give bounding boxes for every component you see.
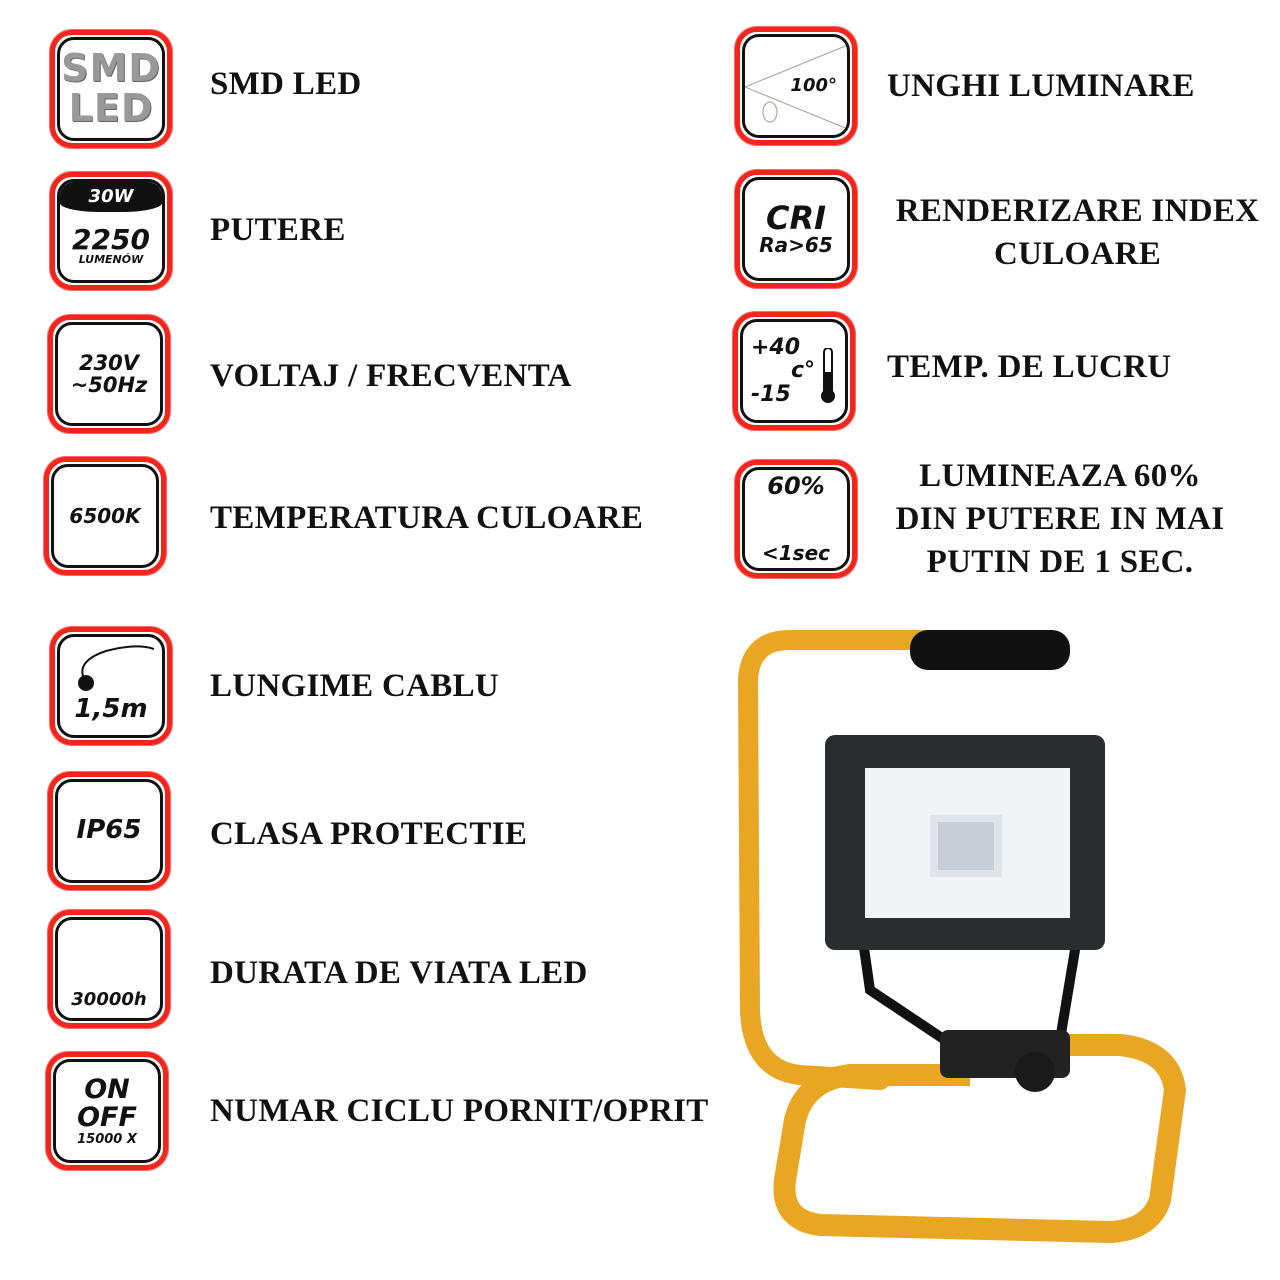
icon-text: ON	[84, 1073, 130, 1105]
feature-label: PUTERE	[210, 212, 346, 248]
icon-text: CRI	[765, 198, 827, 237]
icon-text: 6500K	[69, 503, 141, 528]
icon-text: 15000 X	[77, 1131, 137, 1147]
icon-text: LUMENÓW	[78, 253, 144, 267]
bulb-angle-icon	[745, 44, 847, 130]
icon-text: 1,5m	[74, 693, 148, 724]
icon-text: ~50Hz	[70, 373, 148, 397]
icon-text: 100°	[790, 74, 837, 96]
feature-label: LUMINEAZA 60% DIN PUTERE IN MAI PUTIN DE 1…	[880, 455, 1240, 584]
plug-icon	[78, 645, 155, 691]
icon-text: SMD	[61, 46, 161, 91]
icon-text: c°	[791, 358, 816, 384]
icon-text: OFF	[77, 1102, 137, 1134]
lifetime-icon: 30000h	[48, 910, 170, 1028]
ip-rating-icon: IP65	[48, 772, 170, 890]
label-line: PUTIN DE 1 SEC.	[926, 544, 1194, 580]
icon-text: 30000h	[71, 989, 147, 1011]
feature-label: UNGHI LUMINARE	[887, 68, 1195, 104]
icon-text: 230V	[78, 350, 140, 375]
label-line: LUMINEAZA 60%	[919, 458, 1201, 494]
icon-text: IP65	[76, 815, 142, 846]
feature-label: CLASA PROTECTIE	[210, 816, 528, 852]
beam-angle-icon: 100°	[735, 27, 857, 145]
thermometer-icon	[821, 348, 835, 403]
label-line: RENDERIZARE INDEX	[895, 193, 1260, 229]
feature-label: DURATA DE VIATA LED	[210, 955, 588, 991]
feature-label: LUNGIME CABLU	[210, 668, 500, 704]
label-line: CULOARE	[993, 236, 1162, 272]
icon-text: 30W	[60, 182, 162, 212]
cable-length-icon: 1,5m	[50, 627, 172, 745]
feature-label: RENDERIZARE INDEX CULOARE	[885, 190, 1270, 276]
quick-start-icon: 60% <1sec	[735, 460, 857, 578]
icon-text: 2250	[72, 223, 150, 257]
icon-text: 60%	[767, 472, 825, 500]
handle-grip	[910, 630, 1070, 670]
feature-label: TEMP. DE LUCRU	[887, 349, 1172, 385]
icon-text: LED	[68, 86, 154, 130]
feature-label: VOLTAJ / FRECVENTA	[210, 358, 572, 394]
icon-text: <1sec	[762, 541, 830, 565]
feature-label: NUMAR CICLU PORNIT/OPRIT	[210, 1093, 709, 1129]
floodlight-product-image	[737, 630, 1187, 1244]
icon-text: -15	[751, 381, 791, 407]
color-temperature-icon: 6500K	[44, 457, 166, 575]
feature-label: TEMPERATURA CULOARE	[210, 500, 644, 536]
feature-label: SMD LED	[210, 66, 362, 102]
icon-text: +40	[751, 335, 801, 361]
label-line: DIN PUTERE IN MAI	[895, 501, 1225, 537]
voltage-icon: 230V~50Hz	[48, 315, 170, 433]
icon-text: Ra>65	[759, 233, 833, 258]
